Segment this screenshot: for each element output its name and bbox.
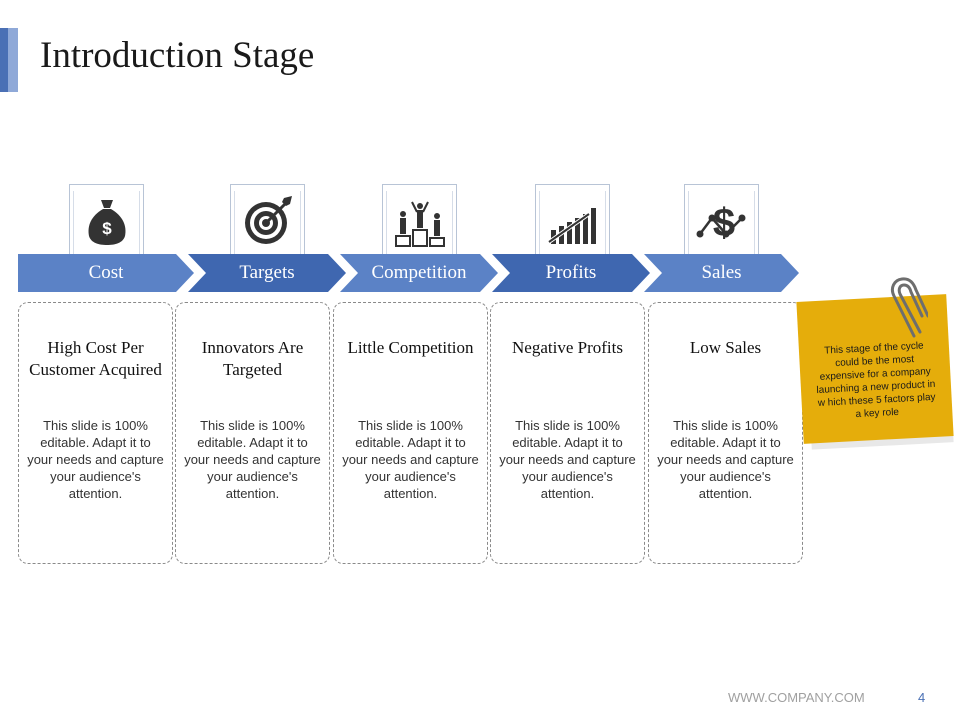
stage-label-sales: Sales: [701, 262, 742, 283]
card-heading: Little Competition: [347, 338, 474, 357]
card-body: This slide is 100% editable. Adapt it to…: [27, 418, 164, 501]
stage-arrow-targets: Targets: [188, 254, 346, 292]
stage-arrow-competition: Competition: [340, 254, 498, 292]
dollar-trend-icon: $: [696, 201, 745, 245]
card-heading: Low Sales: [689, 338, 762, 357]
card-body: This slide is 100% editable. Adapt it to…: [342, 418, 479, 501]
paperclip-icon: [890, 277, 928, 338]
icon-box-profits: [535, 184, 610, 254]
stage-label-competition: Competition: [371, 262, 467, 283]
footer-url: WWW.COMPANY.COM: [728, 690, 865, 705]
stage-arrow-profits: Profits: [492, 254, 650, 292]
money-bag-icon: $: [88, 199, 125, 245]
stage-card-cost: High Cost Per Customer Acquired This sli…: [18, 302, 173, 564]
card-heading: Negative Profits: [512, 338, 623, 357]
card-body: This slide is 100% editable. Adapt it to…: [657, 418, 794, 501]
stage-label-cost: Cost: [88, 262, 124, 283]
stage-card-sales: Low Sales This slide is 100% editable. A…: [648, 302, 803, 564]
card-body: This slide is 100% editable. Adapt it to…: [184, 418, 321, 501]
stage-arrow-cost: Cost: [18, 254, 194, 292]
stage-card-targets: Innovators Are Targeted This slide is 10…: [175, 302, 330, 564]
podium-icon: [394, 201, 445, 247]
target-icon: [244, 195, 292, 244]
icon-box-competition: [382, 184, 457, 254]
icon-box-cost: $: [69, 184, 144, 254]
icon-box-targets: [230, 184, 305, 254]
svg-text:$: $: [712, 201, 734, 245]
svg-text:$: $: [102, 219, 112, 238]
title-accent-bar: [0, 28, 18, 92]
icon-box-sales: $: [684, 184, 759, 254]
card-body: This slide is 100% editable. Adapt it to…: [499, 418, 636, 501]
card-heading: Innovators Are Targeted: [201, 338, 304, 379]
sticky-note: This stage of the cycle could be the mos…: [796, 294, 954, 444]
card-heading: High Cost Per Customer Acquired: [29, 338, 162, 379]
stage-card-profits: Negative Profits This slide is 100% edit…: [490, 302, 645, 564]
stage-label-targets: Targets: [239, 262, 295, 283]
growth-chart-icon: [547, 207, 596, 244]
stage-arrow-sales: Sales: [644, 254, 799, 292]
stage-card-competition: Little Competition This slide is 100% ed…: [333, 302, 488, 564]
slide-title: Introduction Stage: [40, 35, 315, 76]
stage-label-profits: Profits: [545, 262, 597, 283]
page-number: 4: [918, 690, 926, 705]
